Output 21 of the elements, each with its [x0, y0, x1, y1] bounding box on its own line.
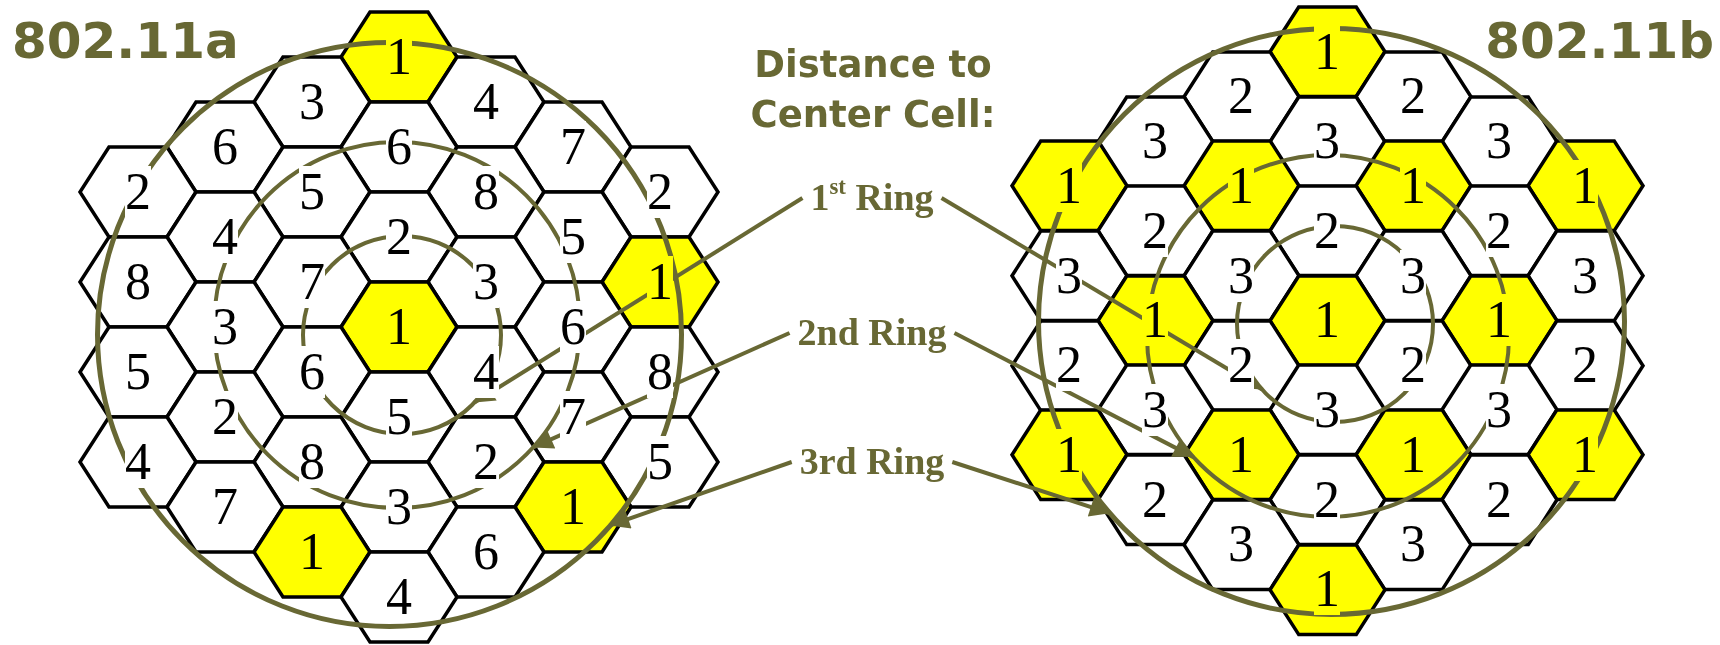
channel-number: 2 — [125, 166, 151, 218]
channel-number: 6 — [299, 346, 325, 398]
hexagon-cell — [341, 552, 457, 642]
channel-number: 1 — [1142, 294, 1168, 347]
hexagon-cell — [1269, 544, 1385, 635]
standard-label: 802.11b — [1485, 14, 1714, 69]
ring-label: 2nd Ring — [789, 312, 955, 354]
ring-label: 1$^{st}$ Ring — [802, 177, 942, 219]
heading: Distance to Center Cell: — [749, 42, 997, 138]
channel-number: 6 — [560, 301, 586, 353]
channel-number: 3 — [212, 301, 238, 353]
channel-number: 1 — [1056, 160, 1082, 213]
leader-arrow — [951, 460, 1111, 517]
channel-number: 4 — [473, 346, 499, 398]
channel-number: 2 — [1228, 339, 1254, 392]
leader-arrow — [953, 331, 1195, 459]
channel-number: 1 — [1056, 428, 1082, 481]
ring-label: 3rd Ring — [791, 441, 953, 483]
channel-number: 3 — [1142, 384, 1168, 437]
standard-label: 802.11a — [12, 14, 239, 69]
leader-arrow — [608, 460, 793, 529]
